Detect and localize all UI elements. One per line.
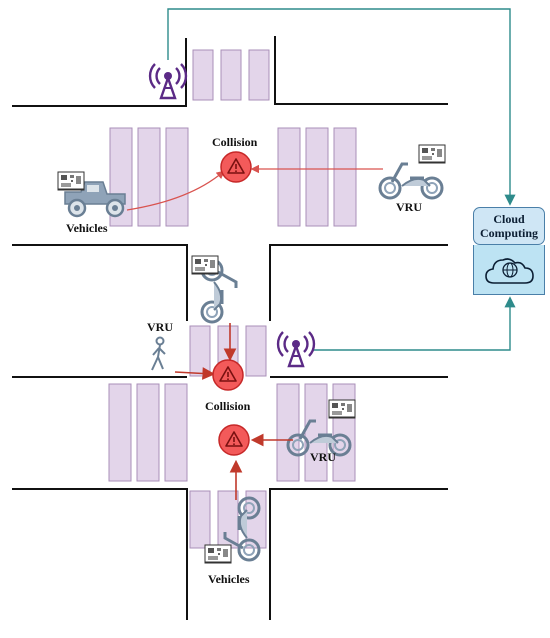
vehicles-label: Vehicles	[66, 221, 108, 235]
collision-icon	[218, 424, 250, 456]
pcb-icon	[328, 399, 356, 419]
pcb-icon	[191, 255, 219, 275]
cloud-links	[167, 8, 516, 351]
pcb-icon	[418, 144, 446, 164]
collision-label: Collision	[205, 399, 251, 413]
antenna-icon	[276, 330, 316, 368]
pcb-icon	[57, 171, 85, 191]
vehicles-label: Vehicles	[208, 572, 250, 586]
pedestrian-arrow	[174, 367, 216, 380]
road-edges	[12, 36, 448, 620]
vru-label: VRU	[147, 320, 173, 334]
collision-icon	[212, 359, 244, 391]
cloud-body	[473, 245, 545, 295]
crosswalks	[108, 49, 357, 549]
cloud-computing-node: Cloud Computing	[473, 207, 545, 295]
vru-label: VRU	[396, 200, 422, 214]
vehicle-arrow	[126, 170, 225, 211]
cloud-title-line1: Cloud	[493, 212, 525, 226]
scooter-icon	[378, 162, 444, 200]
pedestrian-icon	[151, 336, 166, 371]
pcb-icon	[204, 544, 232, 564]
collision-icon	[220, 151, 252, 183]
cloud-globe-icon	[485, 258, 534, 284]
cloud-title-line2: Computing	[479, 226, 538, 240]
cloud-computing-title: Cloud Computing	[473, 207, 545, 245]
vru-label: VRU	[310, 450, 336, 464]
collision-label: Collision	[212, 135, 258, 149]
antenna-icon	[148, 62, 188, 100]
